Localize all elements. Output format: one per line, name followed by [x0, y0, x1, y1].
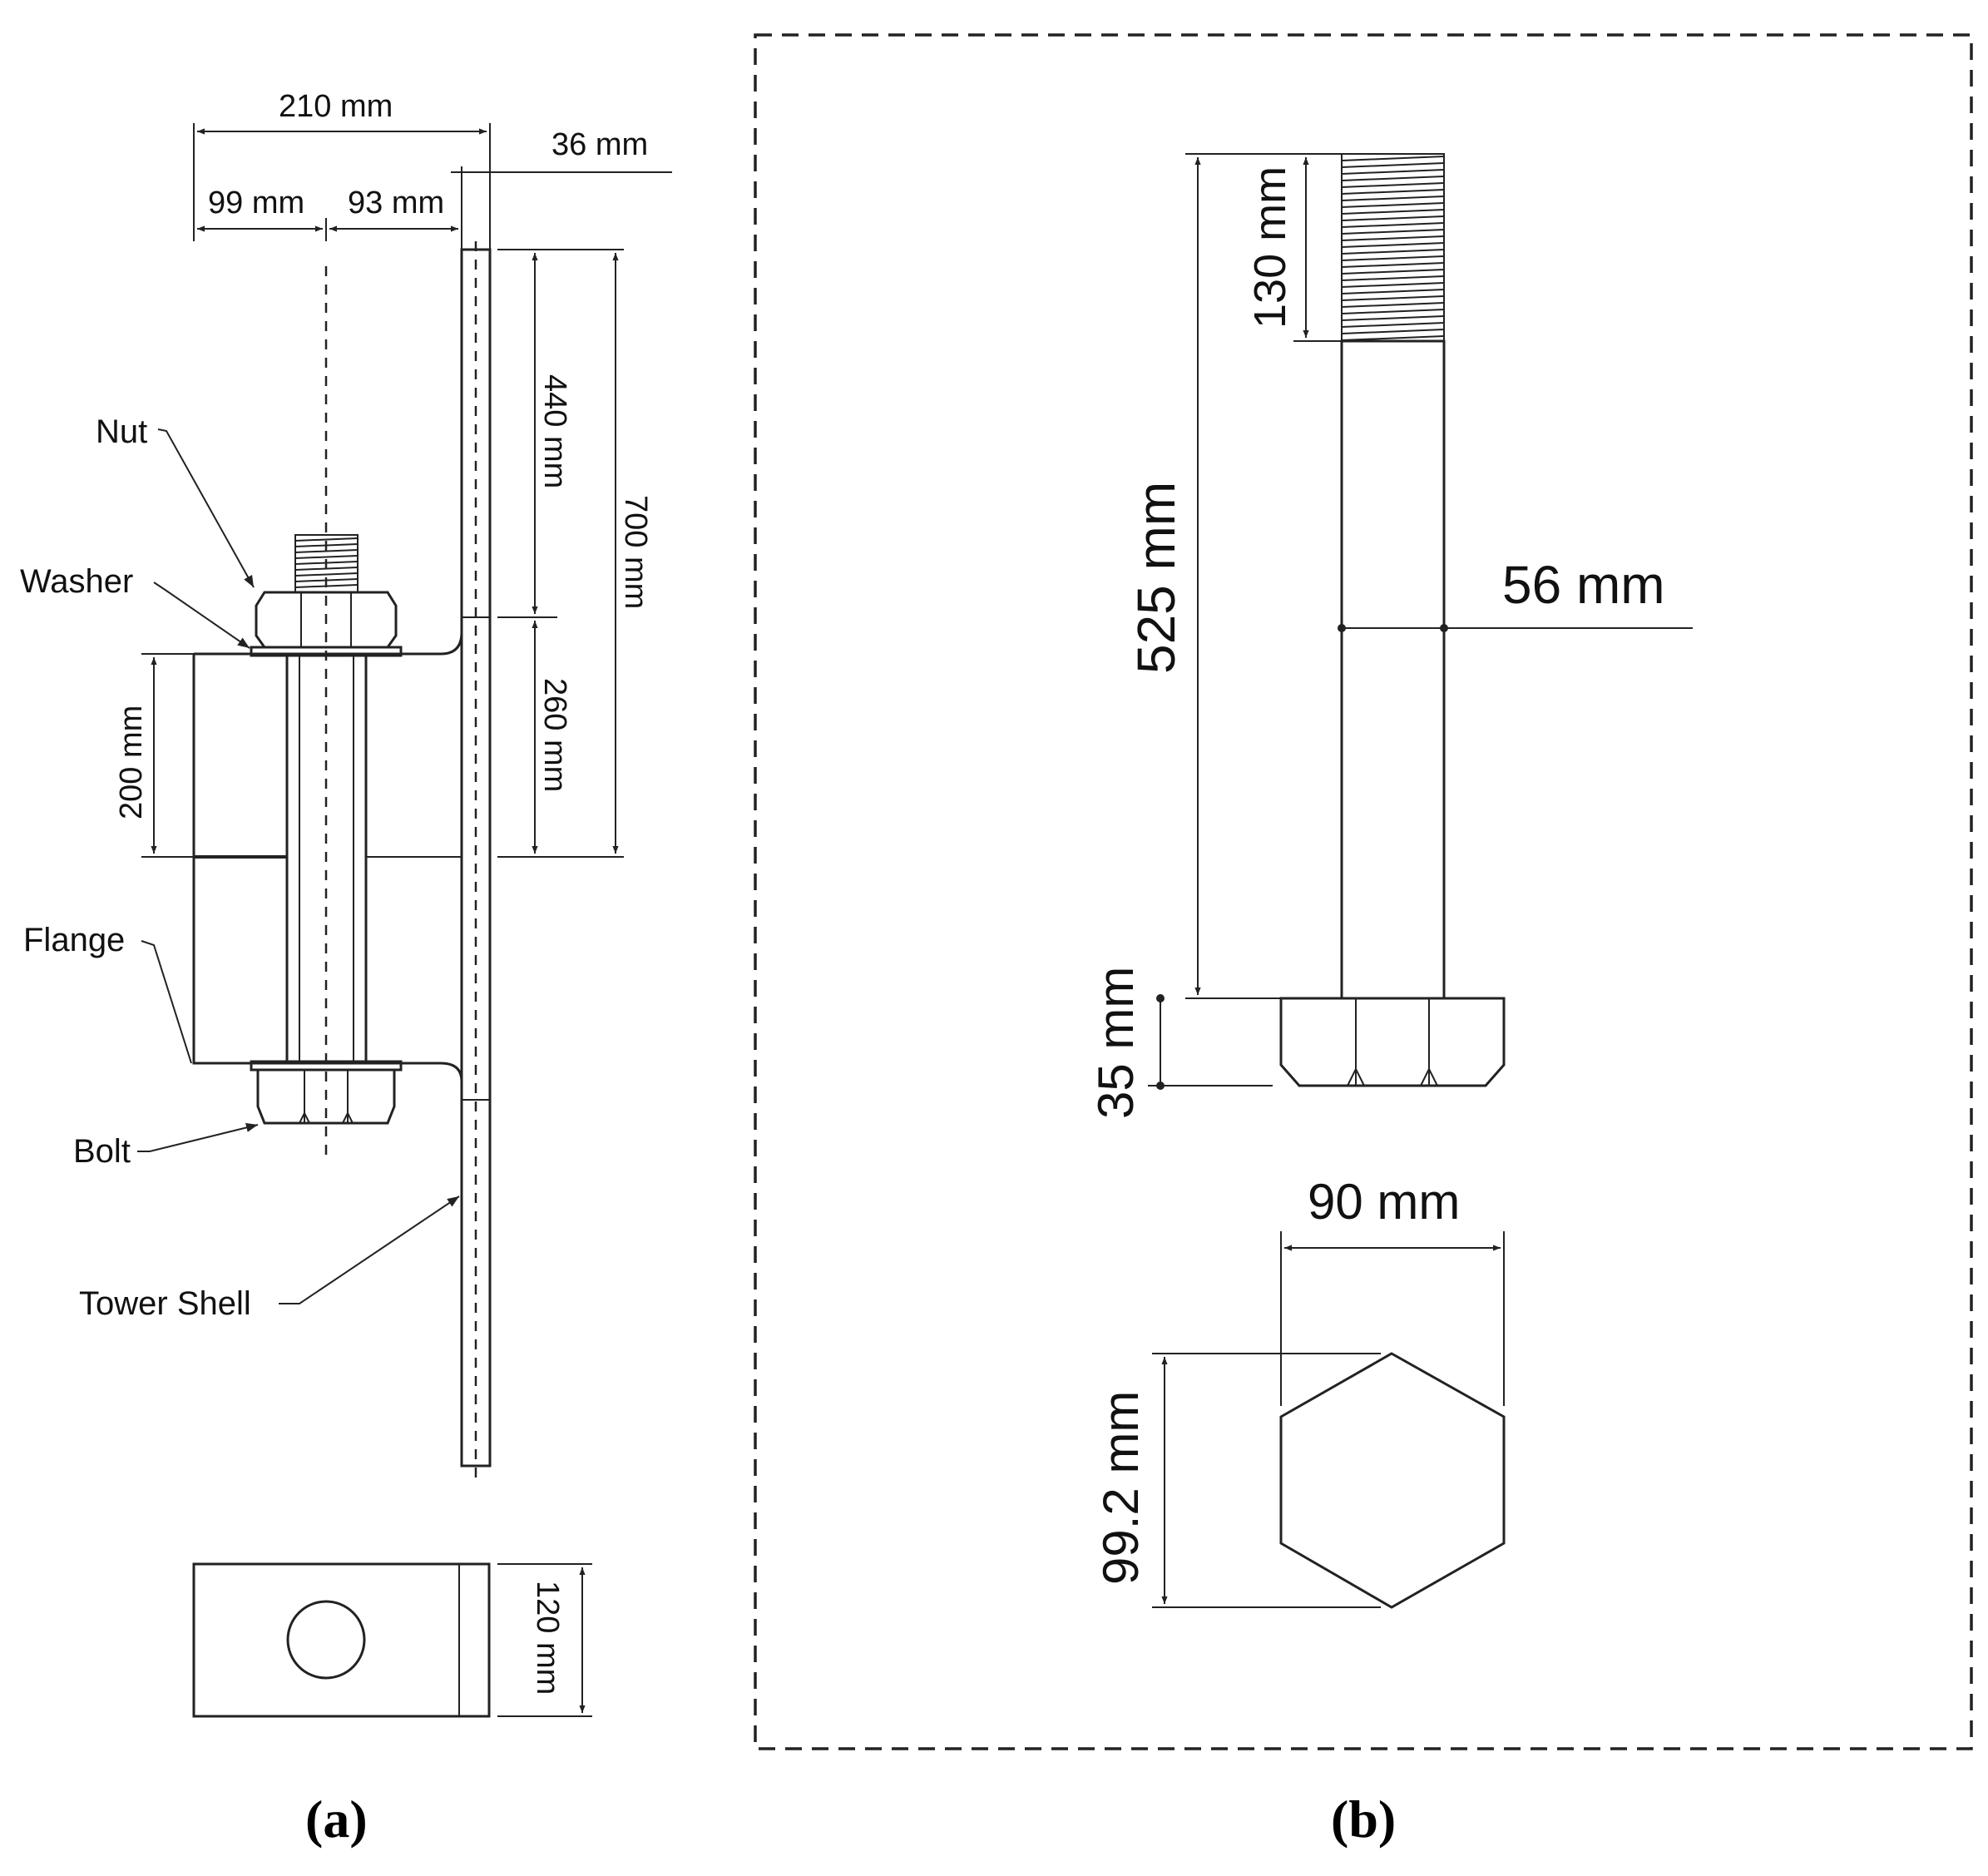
bolt-shank [285, 266, 368, 1161]
dimension-lines [141, 123, 672, 1717]
bolt-shank-b [1340, 339, 1446, 1000]
dim-text-130: 130 mm [1245, 166, 1295, 329]
label-nut: Nut [96, 413, 147, 450]
nut [255, 591, 398, 649]
dim-text-440: 440 mm [537, 374, 572, 488]
tower-shell-plate [460, 241, 492, 1482]
label-bolt: Bolt [73, 1133, 131, 1170]
panel-a: Nut Washer Flange Bolt Tower Shell 210 m… [20, 89, 672, 1849]
label-tower-shell: Tower Shell [79, 1285, 251, 1322]
dimension-lines-b [1148, 153, 1693, 1608]
dim-35-point-bottom [1156, 1082, 1165, 1090]
dim-text-93: 93 mm [348, 186, 444, 220]
caption-b: (b) [1331, 1789, 1396, 1849]
dim-text-525: 525 mm [1126, 482, 1186, 674]
caption-a: (a) [305, 1789, 368, 1849]
dim-text-210: 210 mm [279, 89, 393, 124]
flange-section [192, 617, 463, 1100]
bolt-head-side [1279, 997, 1506, 1087]
bolt-head-hexagon [1279, 1352, 1506, 1609]
dim-text-36: 36 mm [551, 127, 648, 162]
bolt-thread [1341, 153, 1445, 342]
dim-text-120: 120 mm [530, 1581, 565, 1695]
dim-35-point-top [1156, 994, 1165, 1002]
panel-b: 130 mm 525 mm 56 mm 35 mm 90 mm 99.2 mm … [754, 33, 1973, 1849]
dim-text-99: 99 mm [208, 186, 304, 220]
dim-text-700: 700 mm [618, 495, 653, 609]
bolt-head [256, 1068, 396, 1125]
label-washer: Washer [20, 563, 133, 600]
dim-text-90: 90 mm [1308, 1174, 1460, 1230]
dim-text-200: 200 mm [114, 705, 149, 819]
dim-text-99-2: 99.2 mm [1093, 1391, 1149, 1585]
label-flange: Flange [23, 922, 125, 958]
leader-lines [137, 428, 460, 1304]
bolt-thread-top [294, 534, 359, 593]
dim-text-260: 260 mm [537, 678, 572, 792]
flange-plan-view [192, 1562, 491, 1718]
dim-text-35: 35 mm [1088, 967, 1144, 1119]
dim-text-56: 56 mm [1502, 555, 1665, 615]
